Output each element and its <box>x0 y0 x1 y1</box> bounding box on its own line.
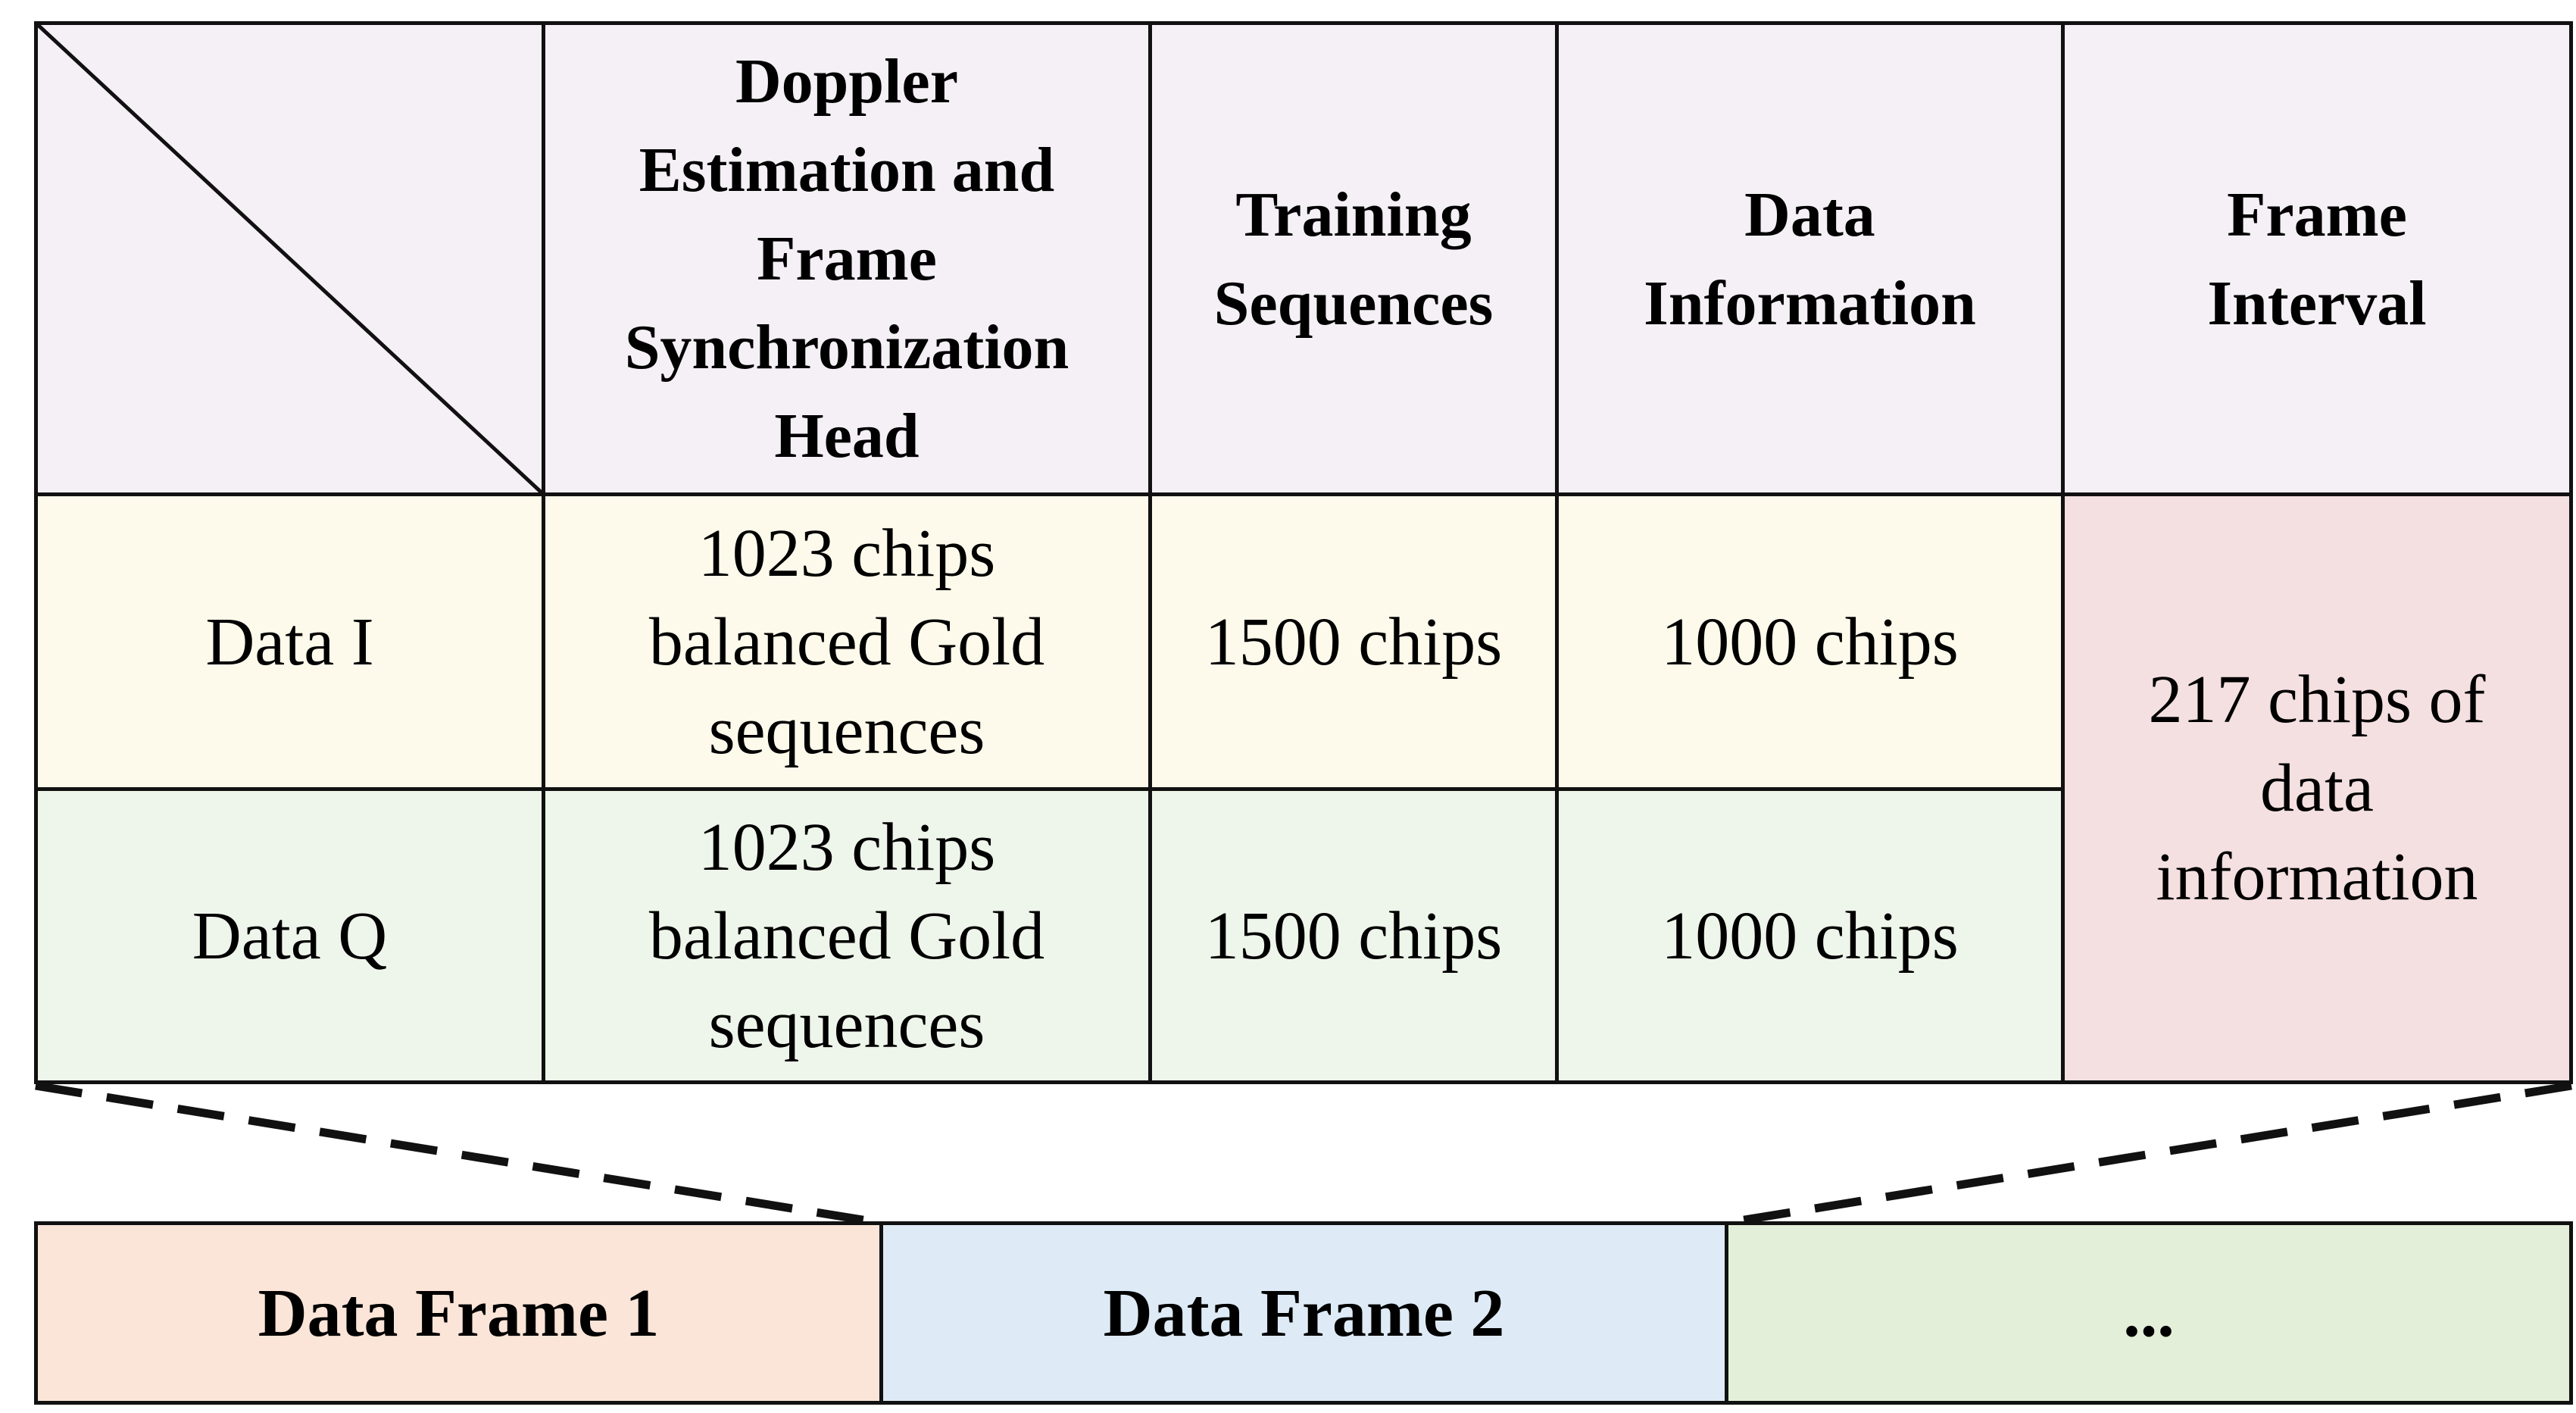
row-q-data-cell: 1000 chips <box>1555 787 2065 1084</box>
header-frame-interval: Frame Interval <box>2061 21 2573 496</box>
row-i-data-value: 1000 chips <box>1661 604 1959 680</box>
row-i-training-value: 1500 chips <box>1204 604 1503 680</box>
data-frame-2-label: Data Frame 2 <box>1103 1275 1505 1351</box>
row-i-training-cell: 1500 chips <box>1148 492 1559 791</box>
header-training-sequences: Training Sequences <box>1148 21 1559 496</box>
header-training-sequences-label: Training Sequences <box>1213 179 1494 339</box>
row-i-head-cell: 1023 chips balanced Gold sequences <box>542 492 1152 791</box>
row-q-data-value: 1000 chips <box>1661 898 1959 974</box>
header-doppler-head: Doppler Estimation and Frame Synchroniza… <box>542 21 1152 496</box>
row-q-training-value: 1500 chips <box>1204 898 1503 974</box>
header-data-information-label: Data Information <box>1644 179 1976 339</box>
row-q-training-cell: 1500 chips <box>1148 787 1559 1084</box>
header-doppler-head-label: Doppler Estimation and Frame Synchroniza… <box>624 46 1069 471</box>
row-i-head-value: 1023 chips balanced Gold sequences <box>648 515 1045 768</box>
data-frame-ellipsis: ... <box>1725 1221 2573 1405</box>
data-frame-ellipsis-label: ... <box>2123 1275 2175 1351</box>
header-data-information: Data Information <box>1555 21 2065 496</box>
zoom-dashed-line-right <box>1725 1081 2572 1227</box>
zoom-dashed-line-left <box>35 1081 882 1227</box>
frame-interval-value: 217 chips of data information <box>2148 662 2486 914</box>
row-i-label-cell: Data I <box>34 492 545 791</box>
row-q-head-cell: 1023 chips balanced Gold sequences <box>542 787 1152 1084</box>
data-frame-1-label: Data Frame 1 <box>258 1275 660 1351</box>
row-q-label: Data Q <box>192 898 388 974</box>
row-q-label-cell: Data Q <box>34 787 545 1084</box>
header-corner-cell <box>34 21 545 496</box>
data-frame-1: Data Frame 1 <box>34 1221 883 1405</box>
row-i-data-cell: 1000 chips <box>1555 492 2065 791</box>
frame-interval-cell: 217 chips of data information <box>2061 492 2573 1084</box>
row-q-head-value: 1023 chips balanced Gold sequences <box>648 809 1045 1062</box>
header-frame-interval-label: Frame Interval <box>2207 179 2427 339</box>
row-i-label: Data I <box>205 604 374 680</box>
data-frame-2: Data Frame 2 <box>879 1221 1728 1405</box>
